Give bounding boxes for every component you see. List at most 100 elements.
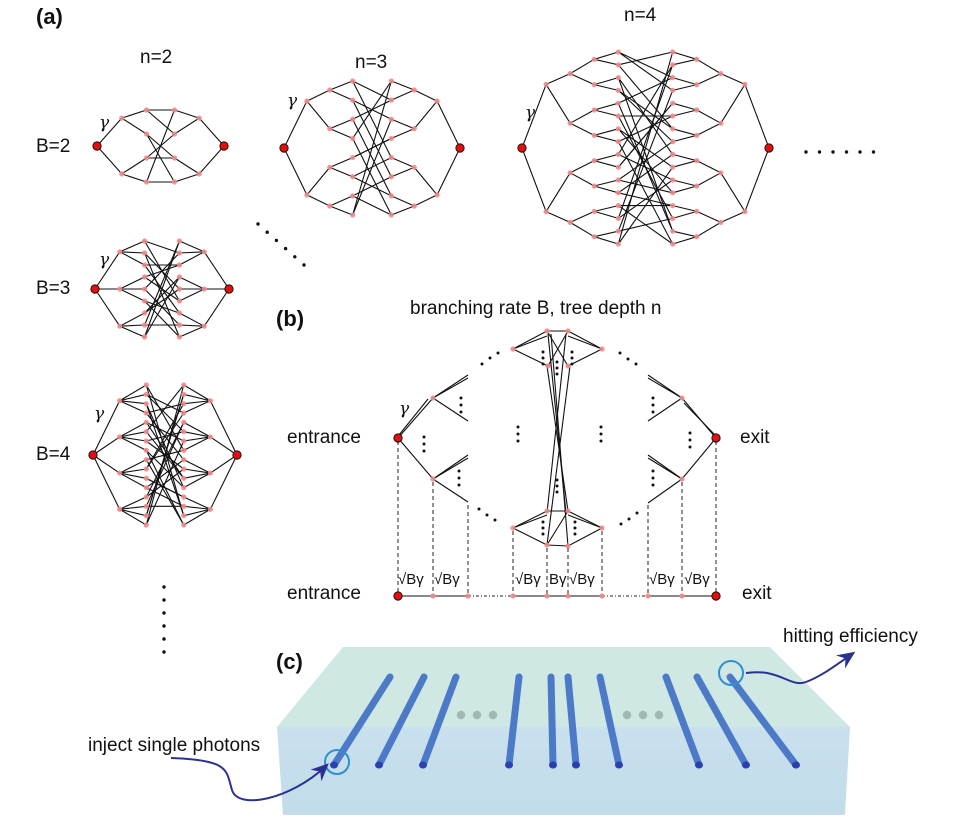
tree-node — [565, 508, 571, 514]
tree-node — [304, 98, 310, 104]
ellipsis-vertical — [555, 360, 559, 376]
tree-edge — [696, 73, 722, 86]
ellipsis-dot — [651, 469, 655, 473]
tree-node — [670, 151, 676, 157]
waveguide — [662, 673, 703, 769]
tree-node — [141, 298, 148, 304]
ellipsis-dot — [573, 532, 577, 536]
tree-node — [350, 212, 356, 218]
tree-node — [694, 56, 700, 62]
tree-edge — [521, 84, 547, 149]
tree-node — [434, 192, 440, 198]
edge — [550, 333, 569, 547]
tree-node — [119, 171, 125, 177]
tree-node — [143, 429, 149, 435]
tree-edge — [569, 160, 595, 174]
ellipsis-dot — [293, 255, 297, 259]
tree-edge — [594, 51, 619, 60]
glue-edge — [352, 119, 392, 197]
tree-edge — [569, 58, 595, 75]
waveguide-end — [792, 761, 800, 769]
tree-node — [670, 49, 676, 55]
panel-b-label: (b) — [276, 306, 305, 331]
tree-edge — [672, 134, 697, 143]
tree-node — [565, 593, 571, 599]
tree-node — [196, 171, 202, 177]
tree-node — [615, 126, 621, 132]
tree-edge — [329, 157, 353, 168]
glue-edge — [352, 80, 392, 101]
tree-edge — [179, 324, 205, 327]
tree-node — [615, 113, 621, 119]
tree-node — [591, 56, 597, 62]
tree-edge — [744, 84, 770, 149]
panel-c-label: (c) — [276, 649, 303, 674]
tree-node — [181, 475, 187, 481]
tree-edge — [594, 210, 619, 219]
glue-edge — [352, 80, 392, 139]
glue-edge — [618, 51, 673, 91]
tree-edge — [594, 185, 619, 194]
tree-edge — [119, 431, 147, 438]
ellipsis-dot — [599, 425, 603, 429]
tree-node — [201, 249, 207, 255]
tree-edge — [179, 276, 205, 290]
tree-edge — [569, 210, 595, 223]
tree-node — [171, 107, 178, 113]
tree-node — [176, 250, 183, 256]
tree-edge — [306, 100, 331, 130]
ellipsis-dot — [488, 356, 492, 360]
ellipsis-dot — [555, 366, 559, 370]
tree-node — [181, 438, 187, 444]
tree-node — [143, 410, 149, 416]
tree-edge — [696, 109, 722, 124]
tree-edge — [119, 400, 147, 414]
tree-node — [645, 593, 651, 599]
ellipsis-dot — [457, 476, 461, 480]
tree-node — [694, 82, 700, 88]
edge — [647, 478, 683, 504]
tree-edge — [119, 508, 147, 526]
tree-edge — [121, 117, 147, 135]
tree-node — [117, 323, 123, 329]
tree-node — [742, 81, 748, 87]
terminal-node — [711, 433, 721, 443]
ellipsis-dot — [162, 650, 166, 654]
ellipsis-dot — [626, 357, 630, 361]
panel-b-diagram — [393, 328, 721, 601]
tree-node — [304, 192, 310, 198]
tree-node — [670, 139, 676, 145]
tree-node — [143, 475, 149, 481]
ellipsis-dot — [493, 518, 497, 522]
tree-edge — [594, 58, 619, 66]
glue-edge — [146, 477, 184, 498]
tree-edge — [521, 147, 547, 212]
tree-node — [327, 164, 333, 170]
tree-node — [615, 100, 621, 106]
ellipsis-dot — [570, 356, 574, 360]
tree-edge — [96, 145, 123, 175]
ellipsis-dot — [619, 522, 623, 526]
ellipsis-dot — [573, 526, 577, 530]
tree-node — [670, 164, 676, 170]
segment-label: √Bγ — [515, 571, 541, 588]
tree-node — [670, 87, 676, 93]
tree-node — [143, 382, 149, 388]
edge — [683, 402, 716, 436]
tree-edge — [594, 160, 619, 168]
tree-node — [143, 522, 149, 528]
ellipsis-dot — [688, 438, 692, 442]
entrance-label: entrance — [287, 427, 361, 448]
panel-a-label: (a) — [36, 4, 63, 29]
tree-edge — [198, 117, 225, 147]
glue-edge — [145, 459, 185, 526]
glue-edge — [618, 179, 673, 194]
glue-edge — [146, 109, 175, 183]
ellipsis-vertical — [570, 350, 574, 366]
tree-node — [694, 208, 700, 214]
tree-node — [143, 513, 149, 519]
tree-node — [388, 78, 394, 84]
waveguide-rod — [330, 673, 394, 769]
tree-edge — [92, 436, 120, 456]
glue-edge — [617, 64, 674, 130]
